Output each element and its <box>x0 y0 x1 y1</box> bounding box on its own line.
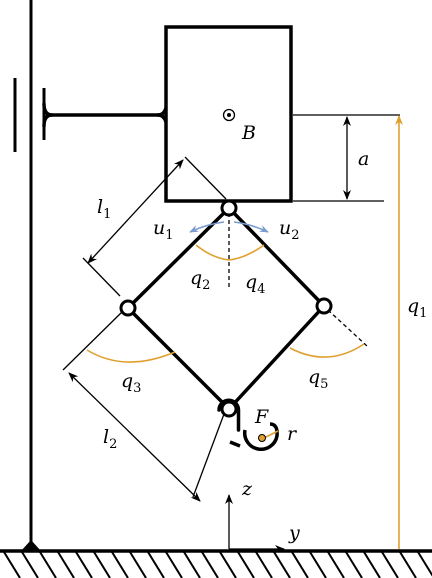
label-y: y <box>288 522 300 544</box>
ground <box>0 549 432 578</box>
hatch-line <box>57 551 75 578</box>
guide-rail <box>13 0 168 551</box>
hatch-line <box>327 551 345 578</box>
hatch-line <box>201 551 219 578</box>
angle-q5-arc <box>289 343 365 358</box>
extension-reference <box>327 309 368 347</box>
hatch-line <box>75 551 93 578</box>
hatch-line <box>3 551 21 578</box>
angle-q3-arc <box>86 349 176 363</box>
hatch-line <box>291 551 309 578</box>
label-F: F <box>254 406 269 428</box>
ankle-joint <box>220 400 238 418</box>
hatch-line <box>165 551 183 578</box>
hip-joint <box>220 199 238 217</box>
label-r: r <box>287 423 298 445</box>
hatch-line <box>183 551 201 578</box>
angle-q2-arc <box>195 244 230 261</box>
label-q5: q5 <box>308 366 328 392</box>
label-a: a <box>358 148 369 170</box>
hatch-line <box>111 551 129 578</box>
ground-hatching <box>3 551 432 578</box>
label-q4: q4 <box>245 271 265 297</box>
body-block <box>164 25 293 203</box>
left-knee-joint <box>119 299 137 317</box>
hatch-line <box>93 551 111 578</box>
label-B: B <box>241 122 256 144</box>
label-q2: q2 <box>190 267 210 293</box>
label-l1: l1 <box>97 196 111 222</box>
hatch-line <box>219 551 237 578</box>
torque-u1-arrow <box>189 221 225 233</box>
right-knee-joint <box>315 297 333 315</box>
label-u2: u2 <box>279 217 300 243</box>
hatch-line <box>39 551 57 578</box>
hatch-line <box>417 551 432 577</box>
dimension-l1 <box>82 156 227 297</box>
hatch-line <box>147 551 165 578</box>
label-z: z <box>241 478 253 500</box>
label-q3: q3 <box>121 370 141 396</box>
hatch-line <box>255 551 273 578</box>
label-l2: l2 <box>103 426 117 452</box>
hatch-line <box>309 551 327 578</box>
label-q1: q1 <box>407 295 427 321</box>
hatch-line <box>363 551 381 578</box>
hatch-line <box>381 551 399 578</box>
dimension-a <box>293 114 400 202</box>
hatch-line <box>399 551 417 578</box>
hatch-line <box>273 551 291 578</box>
hatch-line <box>21 551 39 578</box>
torque-u2-arrow <box>233 221 269 233</box>
dimension-l2 <box>62 311 225 502</box>
hatch-line <box>345 551 363 578</box>
hatch-line <box>237 551 255 578</box>
angle-q4-arc <box>228 244 265 261</box>
label-u1: u1 <box>153 217 174 243</box>
hatch-line <box>129 551 147 578</box>
world-frame <box>225 494 285 553</box>
foot <box>217 398 279 452</box>
